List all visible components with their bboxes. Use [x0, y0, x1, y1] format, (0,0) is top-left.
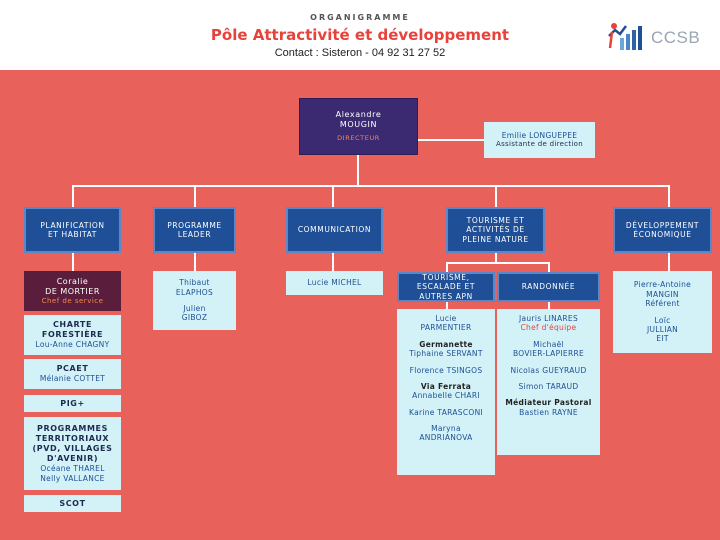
subdepartment-randonnee: RANDONNÉE — [497, 272, 600, 302]
department-tourisme: TOURISME ET ACTIVITÉS DE PLEINE NATURE — [446, 207, 545, 253]
assistant-name: Emilie LONGUEPEE — [501, 130, 578, 140]
connector — [446, 302, 448, 310]
programme-leader-people: Thibaut ELAPHOS Julien GIBOZ — [153, 271, 236, 330]
subdepartment-tourisme-escalade: TOURISME, ESCALADE ET AUTRES APN — [397, 272, 495, 302]
randonnee-people: Jauris LINARES Chef d'équipe Michaël BOV… — [497, 309, 600, 455]
connector — [332, 253, 334, 272]
director-box: Alexandre MOUGIN DIRECTEUR — [299, 98, 418, 155]
charte-name: Lou-Anne CHAGNY — [35, 340, 110, 350]
director-last-name: MOUGIN — [339, 120, 378, 130]
connector — [72, 253, 74, 272]
department-planification: PLANIFICATION ET HABITAT — [24, 207, 121, 253]
connector — [332, 185, 334, 208]
charte-title: CHARTE FORESTIÈRE — [41, 320, 104, 340]
planification-chef-box: Coralie DE MORTIER Chef de service — [24, 271, 121, 311]
chef-last-name: DE MORTIER — [45, 286, 100, 296]
department-programme-leader: PROGRAMME LEADER — [153, 207, 236, 253]
chef-first-name: Coralie — [56, 276, 89, 286]
page-title: Pôle Attractivité et développement — [210, 26, 510, 44]
header: ORGANIGRAMME Pôle Attractivité et dévelo… — [0, 0, 720, 70]
pcaet-name: Mélanie COTTET — [39, 374, 106, 384]
scot-title: SCOT — [59, 498, 86, 508]
chef-role: Chef de service — [41, 296, 104, 305]
connector — [72, 185, 669, 187]
pig-box: PIG+ — [24, 395, 121, 412]
pcaet-title: PCAET — [56, 364, 89, 374]
connector — [495, 253, 497, 263]
connector — [446, 262, 550, 264]
connector — [668, 185, 670, 208]
connector — [194, 253, 196, 272]
connector — [357, 155, 359, 186]
director-role: DIRECTEUR — [337, 134, 380, 143]
scot-box: SCOT — [24, 495, 121, 512]
director-first-name: Alexandre — [335, 110, 382, 120]
connector — [418, 139, 484, 141]
pcaet-box: PCAET Mélanie COTTET — [24, 359, 121, 389]
tourisme-escalade-people: Lucie PARMENTIER Germanette Tiphaine SER… — [397, 309, 495, 475]
connector — [668, 253, 670, 272]
header-kicker: ORGANIGRAMME — [310, 13, 410, 22]
department-developpement: DÉVELOPPEMENT ÉCONOMIQUE — [613, 207, 712, 253]
programmes-title: PROGRAMMES TERRITORIAUX (PVD, VILLAGES D… — [32, 424, 113, 464]
contact-line: Contact : Sisteron - 04 92 31 27 52 — [274, 47, 446, 59]
ccsb-logo-icon — [608, 23, 642, 50]
programmes-name-2: Nelly VALLANCE — [40, 473, 105, 483]
developpement-people: Pierre-Antoine MANGIN Référent Loïc JULL… — [613, 271, 712, 353]
connector — [72, 185, 74, 208]
charte-forestiere-box: CHARTE FORESTIÈRE Lou-Anne CHAGNY — [24, 315, 121, 355]
connector — [548, 262, 550, 273]
connector — [194, 185, 196, 208]
logo-text: CCSB — [651, 28, 701, 47]
assistant-box: Emilie LONGUEPEE Assistante de direction — [484, 122, 595, 158]
connector — [446, 262, 448, 273]
connector — [495, 185, 497, 208]
pig-title: PIG+ — [60, 398, 85, 408]
communication-people: Lucie MICHEL — [286, 271, 383, 295]
programmes-territoriaux-box: PROGRAMMES TERRITORIAUX (PVD, VILLAGES D… — [24, 417, 121, 490]
programmes-name-1: Océane THAREL — [40, 464, 105, 474]
assistant-role: Assistante de direction — [496, 140, 583, 149]
department-communication: COMMUNICATION — [286, 207, 383, 253]
connector — [548, 302, 550, 310]
